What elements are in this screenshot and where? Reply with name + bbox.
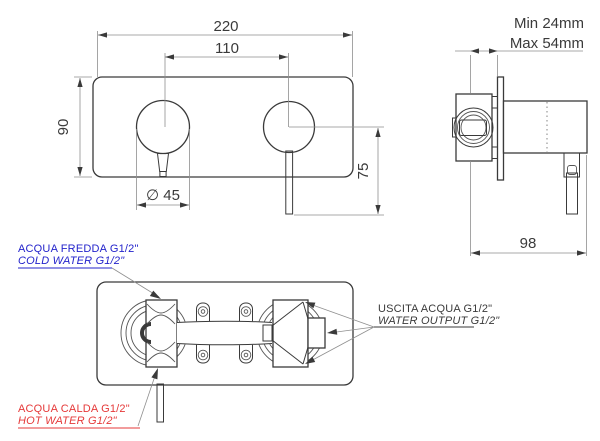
hot-water-label-en: HOT WATER G1/2": [18, 415, 118, 427]
cold-water-label-it: ACQUA FREDDA G1/2": [18, 243, 139, 255]
plate-clip-bottom: [491, 146, 498, 159]
wall-plate-side: [496, 76, 505, 181]
dim-knob-diameter: ∅ 45: [136, 129, 190, 210]
dim-knob-diameter-value: ∅ 45: [146, 187, 180, 204]
pipe-fill: [177, 320, 272, 346]
mixer-lever: [285, 150, 294, 215]
dim-lever-drop: 75: [289, 126, 384, 216]
lever-pivot: [567, 165, 577, 175]
leader-lines: [111, 267, 375, 427]
water-output-label: USCITA ACQUA G1/2" WATER OUTPUT G1/2": [374, 303, 500, 328]
dim-wall-depth-max: Max 54mm: [510, 35, 584, 52]
plate-clip-top: [491, 96, 498, 109]
front-view: 220 110 90 75 ∅ 45: [55, 18, 384, 216]
outlet-funnel: [271, 301, 309, 365]
thermostat-knob-stub-tip: [159, 171, 167, 177]
inlet-fittings: [146, 303, 176, 363]
dim-wall-depth: Min 24mm Max 54mm: [455, 15, 584, 93]
lever-housing-side: [563, 152, 580, 178]
output-port: [307, 317, 326, 349]
plan-view: ACQUA FREDDA G1/2" COLD WATER G1/2" ACQU…: [18, 243, 500, 429]
dim-plate-width-value: 220: [213, 18, 238, 35]
dim-body-depth-value: 98: [520, 235, 537, 252]
valve-face-outer: [453, 107, 494, 148]
dim-wall-depth-min: Min 24mm: [514, 15, 584, 32]
water-output-label-it: USCITA ACQUA G1/2": [378, 303, 492, 315]
hot-water-label-it: ACQUA CALDA G1/2": [18, 403, 130, 415]
dim-lever-drop-value: 75: [355, 163, 372, 180]
cold-water-label-en: COLD WATER G1/2": [18, 255, 125, 267]
cold-water-label: ACQUA FREDDA G1/2" COLD WATER G1/2": [18, 243, 139, 269]
valve-slot: [459, 119, 487, 136]
water-output-label-en: WATER OUTPUT G1/2": [378, 315, 500, 327]
dim-plate-width: 220: [97, 18, 353, 77]
mixer-body-side: [502, 100, 588, 154]
left-valve-core: [140, 322, 152, 344]
dim-plate-height-value: 90: [55, 119, 72, 136]
side-view: Min 24mm Max 54mm 98: [452, 15, 588, 256]
lever-plan: [156, 383, 164, 423]
dim-handle-distance-value: 110: [215, 40, 239, 57]
dim-plate-height: 90: [55, 76, 92, 178]
hot-water-label: ACQUA CALDA G1/2" HOT WATER G1/2": [18, 403, 140, 429]
connecting-pipe: [176, 320, 273, 346]
dim-body-depth: 98: [470, 155, 587, 256]
valve-face-ring: [457, 111, 490, 144]
pipe-coupler: [262, 324, 273, 342]
inlet-valve-body: [145, 299, 178, 368]
lever-side: [566, 172, 578, 215]
dim-handle-distance: 110: [164, 40, 289, 127]
outlet-valve-body: [272, 299, 309, 368]
thermostat-knob: [135, 99, 191, 155]
